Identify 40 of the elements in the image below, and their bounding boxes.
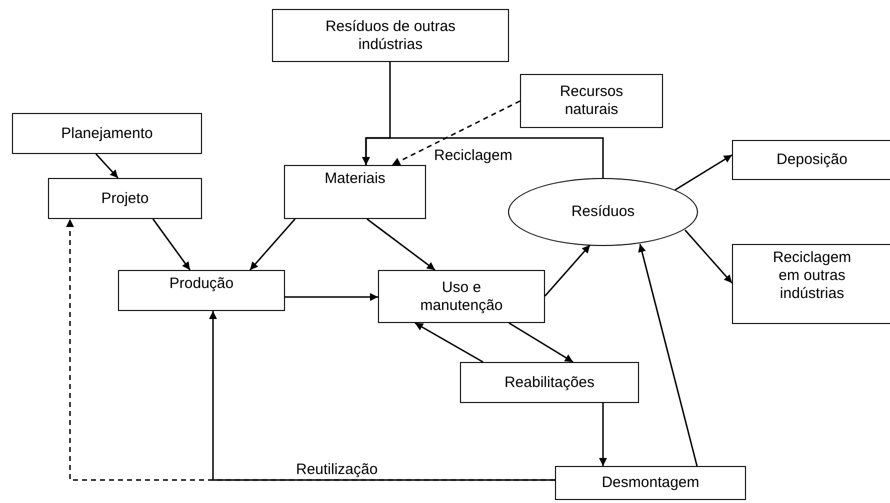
process-box	[520, 74, 663, 128]
process-box	[272, 9, 509, 62]
arrow	[249, 218, 296, 270]
node-label: Resíduos	[571, 203, 635, 221]
node-label: Desmontagem	[602, 474, 700, 492]
process-box	[12, 113, 202, 154]
arrow	[285, 293, 378, 301]
arrow	[152, 218, 191, 270]
arrow	[684, 230, 733, 284]
arrow	[362, 137, 604, 178]
dashed-arrow	[66, 219, 555, 481]
node-label: Materiais	[324, 170, 386, 188]
arrow	[414, 322, 484, 363]
arrow	[544, 244, 591, 296]
edge-label: Reutilização	[294, 461, 380, 479]
process-box	[555, 466, 746, 500]
arrow	[95, 154, 119, 178]
node-label: Recursos naturais	[558, 83, 624, 119]
node-label: Uso e manutenção	[419, 278, 504, 314]
process-box	[732, 140, 890, 180]
node-label: Reabilitações	[504, 374, 595, 392]
process-box	[118, 270, 285, 311]
edge-label: Reciclagem	[432, 147, 514, 165]
node-label: Planejamento	[61, 124, 153, 142]
dashed-arrow	[392, 100, 520, 166]
arrow	[508, 322, 574, 363]
process-box	[48, 178, 202, 219]
process-box	[732, 244, 890, 324]
node-label: Resíduos de outras indústrias	[324, 18, 457, 54]
arrow	[638, 244, 698, 466]
arrow	[674, 154, 732, 191]
arrow	[599, 403, 607, 466]
node-label: Deposição	[776, 151, 848, 169]
process-box	[378, 270, 545, 323]
node-label: Reciclagem em outras indústrias	[772, 249, 852, 303]
process-box	[284, 165, 426, 219]
process-box	[460, 362, 639, 403]
node-label: Projeto	[101, 190, 149, 208]
node-label: Produção	[169, 275, 234, 293]
arrow	[366, 218, 436, 271]
